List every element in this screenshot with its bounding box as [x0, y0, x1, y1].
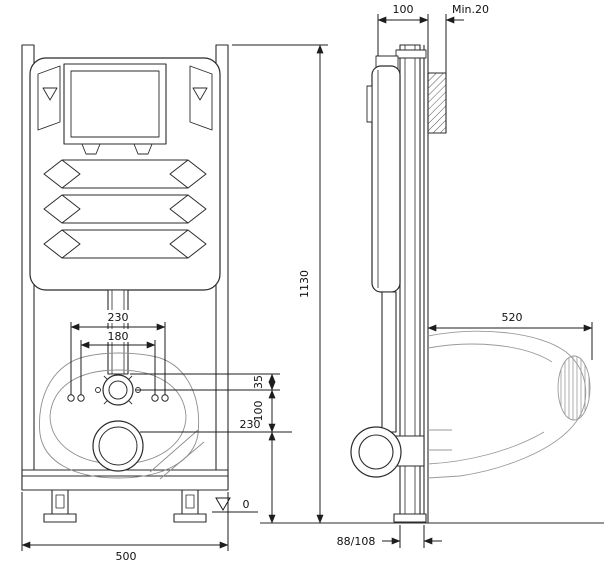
outlet-socket: [92, 420, 144, 472]
datum-zero: 0: [212, 497, 258, 513]
water-level-icon: [192, 87, 208, 101]
datum-triangle-icon: [215, 497, 231, 511]
wall-finish-hatch: [427, 72, 447, 134]
dim-frame-height-label: 1130: [298, 270, 311, 298]
dim-pan-depth: 520: [427, 311, 593, 360]
front-bottom-rail: [21, 469, 229, 491]
front-connections: [67, 374, 169, 472]
dim-front-width: 500: [21, 492, 229, 563]
water-level-icon: [42, 87, 58, 101]
side-view: [350, 44, 447, 523]
dim-230-outlet-label: 230: [240, 418, 261, 431]
dim-fixing-spacing: 230 180: [70, 310, 166, 395]
pan-outline-front: [39, 352, 205, 480]
dim-outlet-chain: 35 100 230: [130, 373, 292, 524]
flush-pipe-side: [350, 291, 425, 478]
front-feet: [43, 489, 207, 523]
window-tabs: [81, 143, 153, 155]
dim-outlet-offset-label: 88/108: [337, 535, 376, 548]
dim-100-front-label: 100: [252, 401, 265, 422]
dimensions: 500 1130 230 180 35: [21, 3, 593, 563]
mounting-brackets: [37, 65, 213, 131]
dim-min-wall-label: Min.20: [452, 3, 489, 16]
dim-pan-depth-label: 520: [502, 311, 523, 324]
dim-frame-height: 1130: [232, 44, 328, 524]
dim-fixing-outer-label: 230: [108, 311, 129, 324]
datum-zero-label: 0: [243, 498, 250, 511]
inspection-window: [63, 63, 167, 145]
dim-outlet-offset: 88/108: [337, 525, 442, 548]
cistern-side: [366, 55, 401, 293]
side-foot-plate: [393, 513, 427, 523]
dim-fixing-inner-label: 180: [108, 330, 129, 343]
pan-nose-section: [557, 355, 591, 421]
top-wall-bracket: [395, 49, 427, 59]
front-view: [21, 44, 229, 523]
dim-35-label: 35: [252, 375, 265, 389]
dim-frame-depth: 100 Min.20: [377, 3, 489, 73]
dim-frame-depth-label: 100: [393, 3, 414, 16]
cistern-rib-pattern: [43, 159, 207, 259]
pan-outline-side: [427, 330, 591, 479]
dim-front-width-label: 500: [116, 550, 137, 563]
